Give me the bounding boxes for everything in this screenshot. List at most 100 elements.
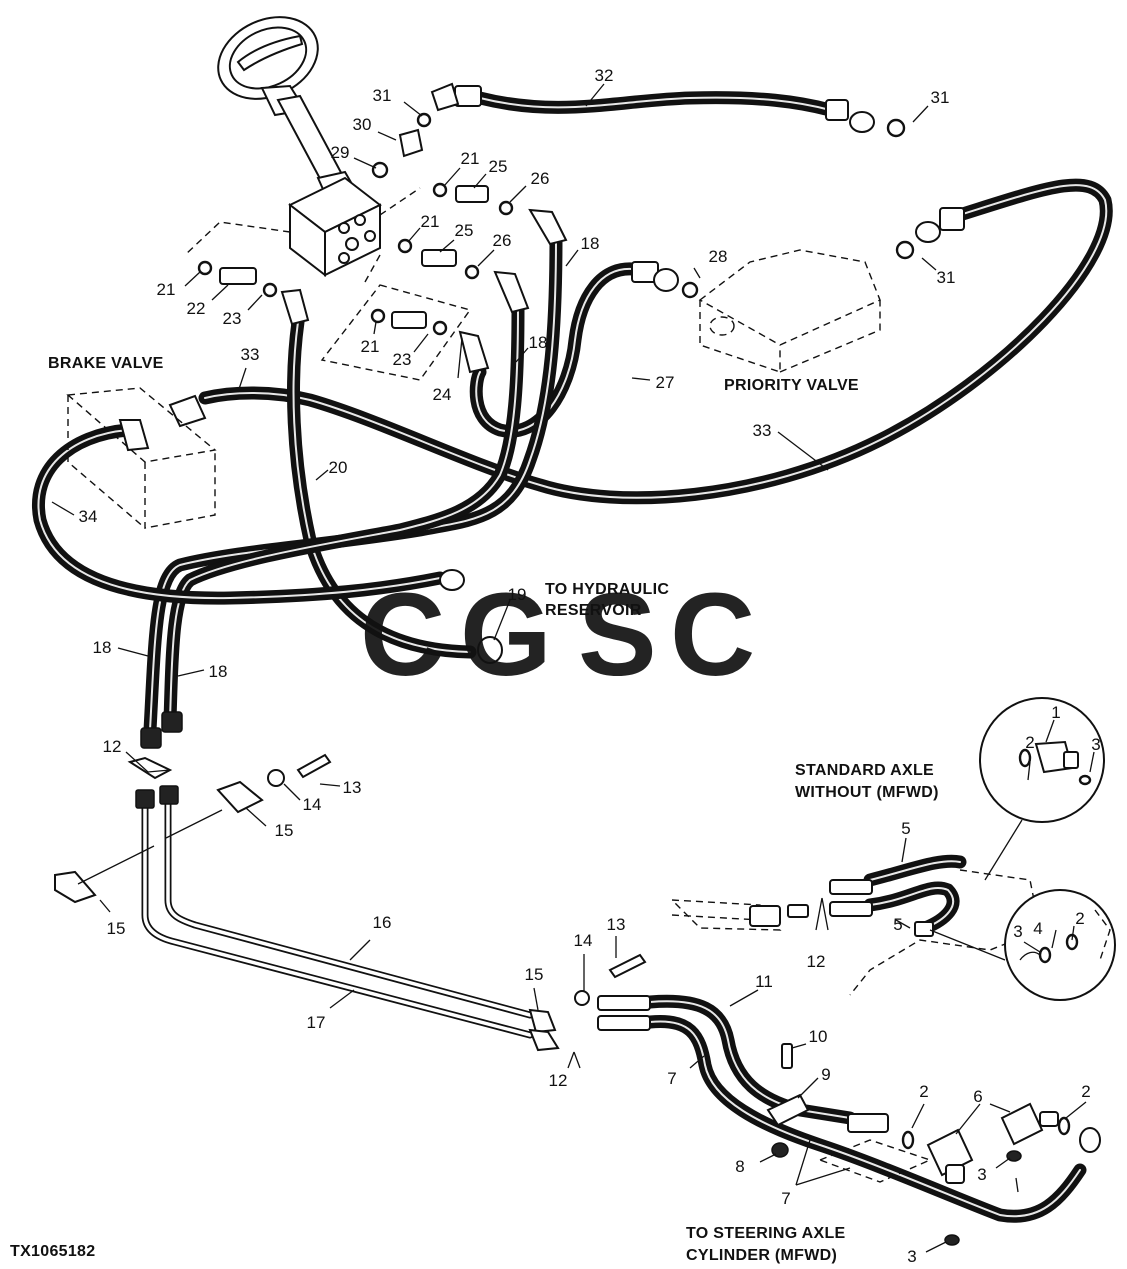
callout: 25 <box>455 221 474 240</box>
callout: 19 <box>508 585 527 604</box>
standard-axle-detail <box>670 869 1041 996</box>
callout: 12 <box>807 952 826 971</box>
watermark-letter-c1: C <box>360 569 445 701</box>
watermark-letter-g: G <box>460 569 552 701</box>
brake-valve-label: BRAKE VALVE <box>48 355 164 372</box>
callout: 2 <box>1025 733 1034 752</box>
callout: 31 <box>937 268 956 287</box>
callout: 12 <box>103 737 122 756</box>
callout: 22 <box>187 299 206 318</box>
callout: 6 <box>973 1087 982 1106</box>
priority-valve-label: PRIORITY VALVE <box>724 377 859 394</box>
fittings-upper <box>118 82 965 749</box>
callout: 12 <box>549 1071 568 1090</box>
callout: 31 <box>931 88 950 107</box>
tube-17 <box>141 796 534 1039</box>
callout: 33 <box>753 421 772 440</box>
callout: 30 <box>353 115 372 134</box>
callout: 21 <box>461 149 480 168</box>
hose-34 <box>32 423 447 605</box>
callout: 31 <box>373 86 392 105</box>
priority-valve-outline <box>698 249 881 373</box>
hose-7 <box>643 1014 1087 1223</box>
callout: 15 <box>107 919 126 938</box>
callout: 2 <box>1075 909 1084 928</box>
callout-numbers: 32 31 31 31 30 29 21 25 26 21 25 26 18 2… <box>79 66 1101 1266</box>
callout: 3 <box>1091 735 1100 754</box>
leader-lines <box>51 83 1095 1253</box>
steering-axle-label-line2: CYLINDER (MFWD) <box>686 1247 837 1264</box>
callout: 13 <box>607 915 626 934</box>
callout: 18 <box>93 638 112 657</box>
callout: 15 <box>275 821 294 840</box>
reservoir-label-line1: TO HYDRAULIC <box>545 581 669 598</box>
callout: 2 <box>1081 1082 1090 1101</box>
callout: 9 <box>821 1065 830 1084</box>
callout: 21 <box>421 212 440 231</box>
steering-valve-block <box>184 176 421 283</box>
hose-5-lower <box>863 881 960 935</box>
callout: 23 <box>393 350 412 369</box>
callout: 28 <box>709 247 728 266</box>
callout: 3 <box>977 1165 986 1184</box>
hose-32 <box>473 91 837 117</box>
callout: 3 <box>907 1247 916 1264</box>
callout: 21 <box>361 337 380 356</box>
callout: 3 <box>1013 922 1022 941</box>
hose-5-upper <box>863 854 967 887</box>
callout: 21 <box>157 280 176 299</box>
callout: 16 <box>373 913 392 932</box>
captions: BRAKE VALVE PRIORITY VALVE TO HYDRAULIC … <box>10 355 939 1264</box>
callout: 26 <box>493 231 512 250</box>
hose-18-upper-b <box>163 303 525 727</box>
callout: 29 <box>331 143 350 162</box>
fittings-lower-middle <box>528 953 932 1183</box>
callout: 11 <box>755 972 773 991</box>
watermark-letter-s: S <box>578 569 657 701</box>
callout: 17 <box>307 1013 326 1032</box>
callout: 15 <box>525 965 544 984</box>
steering-axle-label-line1: TO STEERING AXLE <box>686 1225 846 1242</box>
standard-axle-label-line1: STANDARD AXLE <box>795 762 934 779</box>
callout: 5 <box>901 819 910 838</box>
callout: 27 <box>656 373 675 392</box>
standard-axle-label-line2: WITHOUT (MFWD) <box>795 784 939 801</box>
callout: 26 <box>531 169 550 188</box>
callout: 34 <box>79 507 98 526</box>
figure-id: TX1065182 <box>10 1243 95 1260</box>
fitting-group-box <box>320 284 472 381</box>
callout: 32 <box>595 66 614 85</box>
callout: 25 <box>489 157 508 176</box>
callout: 18 <box>209 662 228 681</box>
detail-circle-upper <box>979 697 1105 881</box>
callout: 18 <box>529 333 548 352</box>
clamps-lower-left <box>54 753 332 904</box>
callout: 7 <box>667 1069 676 1088</box>
callout: 4 <box>1033 919 1042 938</box>
callout: 5 <box>893 915 902 934</box>
callout: 8 <box>735 1157 744 1176</box>
callout: 24 <box>433 385 452 404</box>
callout: 10 <box>809 1027 828 1046</box>
callout: 14 <box>303 795 322 814</box>
tube-16 <box>164 796 534 1019</box>
callout: 1 <box>1051 703 1060 722</box>
fittings-lower-right <box>901 1102 1101 1246</box>
detail-circle-lower <box>929 889 1116 1001</box>
callout: 14 <box>574 931 593 950</box>
watermark-letter-c2: C <box>670 569 755 701</box>
callout: 18 <box>581 234 600 253</box>
callout: 33 <box>241 345 260 364</box>
hose-27 <box>469 262 647 438</box>
callout: 23 <box>223 309 242 328</box>
callout: 20 <box>329 458 348 477</box>
hose-11 <box>643 994 857 1125</box>
callout: 13 <box>343 778 362 797</box>
reservoir-label-line2: RESERVOIR <box>545 602 642 619</box>
cgsc-watermark: C G S C <box>360 569 755 701</box>
steering-wheel <box>217 16 362 207</box>
callout: 2 <box>919 1082 928 1101</box>
hose-33-long <box>198 178 1113 505</box>
brake-valve-outline <box>66 387 217 529</box>
